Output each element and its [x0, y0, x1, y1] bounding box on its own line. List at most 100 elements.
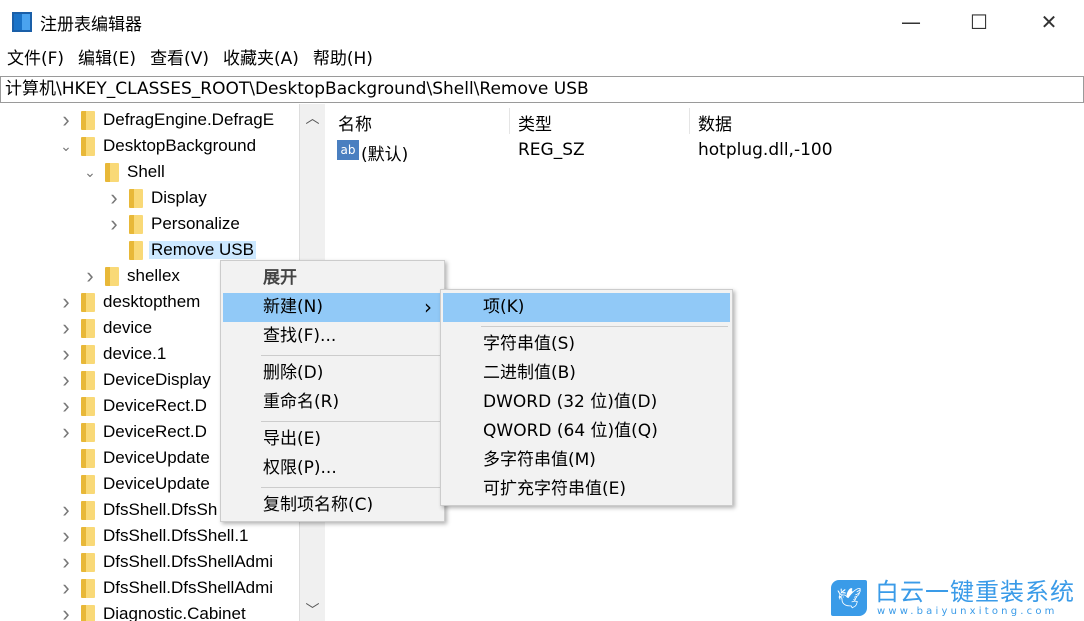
folder-icon — [81, 526, 95, 546]
tree-item[interactable]: ›DfsShell.DfsShellAdmi — [59, 575, 275, 601]
menu-separator — [261, 355, 440, 356]
tree-item-label: DeviceUpdate — [103, 449, 210, 467]
tree-item[interactable]: › DeviceDisplay — [59, 367, 213, 393]
menu-item[interactable]: DWORD (32 位)值(D) — [443, 388, 730, 417]
value-row[interactable]: ab (默认) REG_SZ hotplug.dll,-100 — [335, 138, 935, 165]
menu-1[interactable]: 编辑(E) — [78, 49, 137, 69]
tree-item[interactable]: ›DefragEngine.DefragE — [59, 107, 276, 133]
menu-item[interactable]: 展开 — [223, 264, 442, 293]
menu-3[interactable]: 收藏夹(A) — [222, 49, 299, 69]
address-bar[interactable]: 计算机\HKEY_CLASSES_ROOT\DesktopBackground\… — [0, 76, 1084, 103]
close-button[interactable]: ✕ — [1040, 10, 1058, 34]
tree-item[interactable]: › DeviceRect.D — [59, 393, 209, 419]
tree-item-label: DfsShell.DfsShell.1 — [103, 527, 249, 545]
chevron-right-icon[interactable]: › — [62, 575, 70, 600]
menu-item-label: 项(K) — [483, 297, 525, 317]
menu-item-label: QWORD (64 位)值(Q) — [483, 421, 658, 441]
tree-item-label: DeviceRect.D — [103, 397, 207, 415]
tree-view: ›DefragEngine.DefragE⌄DesktopBackground⌄… — [0, 104, 300, 621]
menu-item[interactable]: 可扩充字符串值(E) — [443, 475, 730, 504]
chevron-down-icon[interactable]: ⌄ — [60, 137, 72, 154]
menu-item-label: 新建(N) — [263, 297, 323, 317]
values-pane: 名称 类型 数据 ab (默认) REG_SZ hotplug.dll,-100 — [331, 104, 1084, 621]
menu-0[interactable]: 文件(F) — [7, 49, 65, 69]
value-name: (默认) — [361, 145, 409, 165]
chevron-right-icon[interactable]: › — [62, 107, 70, 132]
new-submenu: 项(K) 字符串值(S)二进制值(B)DWORD (32 位)值(D) QWORD … — [440, 289, 733, 506]
minimize-button[interactable]: — — [901, 10, 921, 34]
menu-item-label: 可扩充字符串值(E) — [483, 479, 627, 499]
folder-icon — [81, 448, 95, 468]
folder-icon — [81, 370, 95, 390]
scroll-up-icon[interactable]: ︿ — [305, 111, 320, 127]
menu-item[interactable]: 二进制值(B) — [443, 359, 730, 388]
tree-item[interactable]: ›DfsShell.DfsSh — [59, 497, 218, 523]
tree-item[interactable]: ⌄Shell — [83, 159, 167, 185]
maximize-button[interactable]: ☐ — [970, 10, 988, 34]
chevron-right-icon[interactable]: › — [62, 315, 70, 340]
tree-item[interactable]: › device.1 — [59, 341, 168, 367]
chevron-right-icon[interactable]: › — [62, 367, 70, 392]
menu-item[interactable]: 删除(D) — [223, 359, 442, 388]
chevron-right-icon[interactable]: › — [62, 497, 70, 522]
tree-item-label: Diagnostic.Cabinet — [103, 605, 246, 621]
menu-4[interactable]: 帮助(H) — [312, 49, 373, 69]
menu-bar: 文件(F) 编辑(E) 查看(V) 收藏夹(A) 帮助(H) — [0, 46, 380, 72]
chevron-right-icon[interactable]: › — [62, 289, 70, 314]
tree-item-label: DeviceRect.D — [103, 423, 207, 441]
tree-item[interactable]: ›Display — [107, 185, 209, 211]
tree-item[interactable]: ⌄DesktopBackground — [59, 133, 258, 159]
value-data: hotplug.dll,-100 — [698, 140, 833, 160]
folder-icon — [105, 266, 119, 286]
chevron-right-icon[interactable]: › — [86, 263, 94, 288]
tree-item[interactable]: › device — [59, 315, 154, 341]
tree-item[interactable]: ›DfsShell.DfsShellAdmi — [59, 549, 275, 575]
watermark-url: www.baiyunxitong.com — [877, 606, 1058, 617]
chevron-right-icon[interactable]: › — [62, 393, 70, 418]
tree-item[interactable]: Remove USB — [107, 237, 256, 263]
tree-item-label: Personalize — [151, 215, 240, 233]
tree-item[interactable]: DeviceUpdate — [59, 471, 212, 497]
menu-item[interactable]: 新建(N)› — [223, 293, 442, 322]
menu-item[interactable]: QWORD (64 位)值(Q) — [443, 417, 730, 446]
column-type[interactable]: 类型 — [518, 115, 552, 135]
tree-item-label: DeviceUpdate — [103, 475, 210, 493]
menu-item[interactable]: 重命名(R) — [223, 388, 442, 417]
tree-item[interactable]: ›shellex — [83, 263, 182, 289]
chevron-right-icon[interactable]: › — [110, 185, 118, 210]
tree-item-label: device.1 — [103, 345, 167, 363]
scroll-down-icon[interactable]: ﹀ — [305, 603, 320, 619]
tree-item[interactable]: ›desktopthem — [59, 289, 202, 315]
folder-icon — [81, 344, 95, 364]
tree-item[interactable]: › DeviceRect.D — [59, 419, 209, 445]
column-name[interactable]: 名称 — [338, 115, 372, 135]
tree-item-label: device — [103, 319, 153, 337]
string-value-icon: ab — [337, 140, 359, 160]
tree-item-label: Remove USB — [149, 241, 256, 259]
tree-item[interactable]: › Diagnostic.Cabinet — [59, 601, 248, 621]
folder-icon — [81, 604, 95, 621]
chevron-down-icon[interactable]: ⌄ — [84, 163, 96, 180]
menu-item[interactable]: 权限(P)... — [223, 454, 442, 483]
tree-item[interactable]: › DfsShell.DfsShell.1 — [59, 523, 251, 549]
column-data[interactable]: 数据 — [698, 115, 732, 135]
menu-item[interactable]: 项(K) — [443, 293, 730, 322]
chevron-right-icon[interactable]: › — [62, 419, 70, 444]
tree-item[interactable]: › Personalize — [107, 211, 242, 237]
menu-item[interactable]: 字符串值(S) — [443, 330, 730, 359]
menu-item-label: 权限(P)... — [263, 458, 337, 478]
menu-item-label: 多字符串值(M) — [483, 450, 596, 470]
menu-item[interactable]: 复制项名称(C) — [223, 491, 442, 520]
menu-item[interactable]: 导出(E) — [223, 425, 442, 454]
menu-item-label: 复制项名称(C) — [263, 495, 374, 515]
menu-item[interactable]: 多字符串值(M) — [443, 446, 730, 475]
chevron-right-icon[interactable]: › — [62, 549, 70, 574]
chevron-right-icon[interactable]: › — [62, 523, 70, 548]
menu-item[interactable]: 查找(F)... — [223, 322, 442, 351]
chevron-right-icon[interactable]: › — [62, 601, 70, 621]
chevron-right-icon[interactable]: › — [110, 211, 118, 236]
tree-item[interactable]: DeviceUpdate — [59, 445, 212, 471]
chevron-right-icon[interactable]: › — [62, 341, 70, 366]
tree-item-label: DeviceDisplay — [103, 371, 211, 389]
menu-2[interactable]: 查看(V) — [150, 49, 209, 69]
